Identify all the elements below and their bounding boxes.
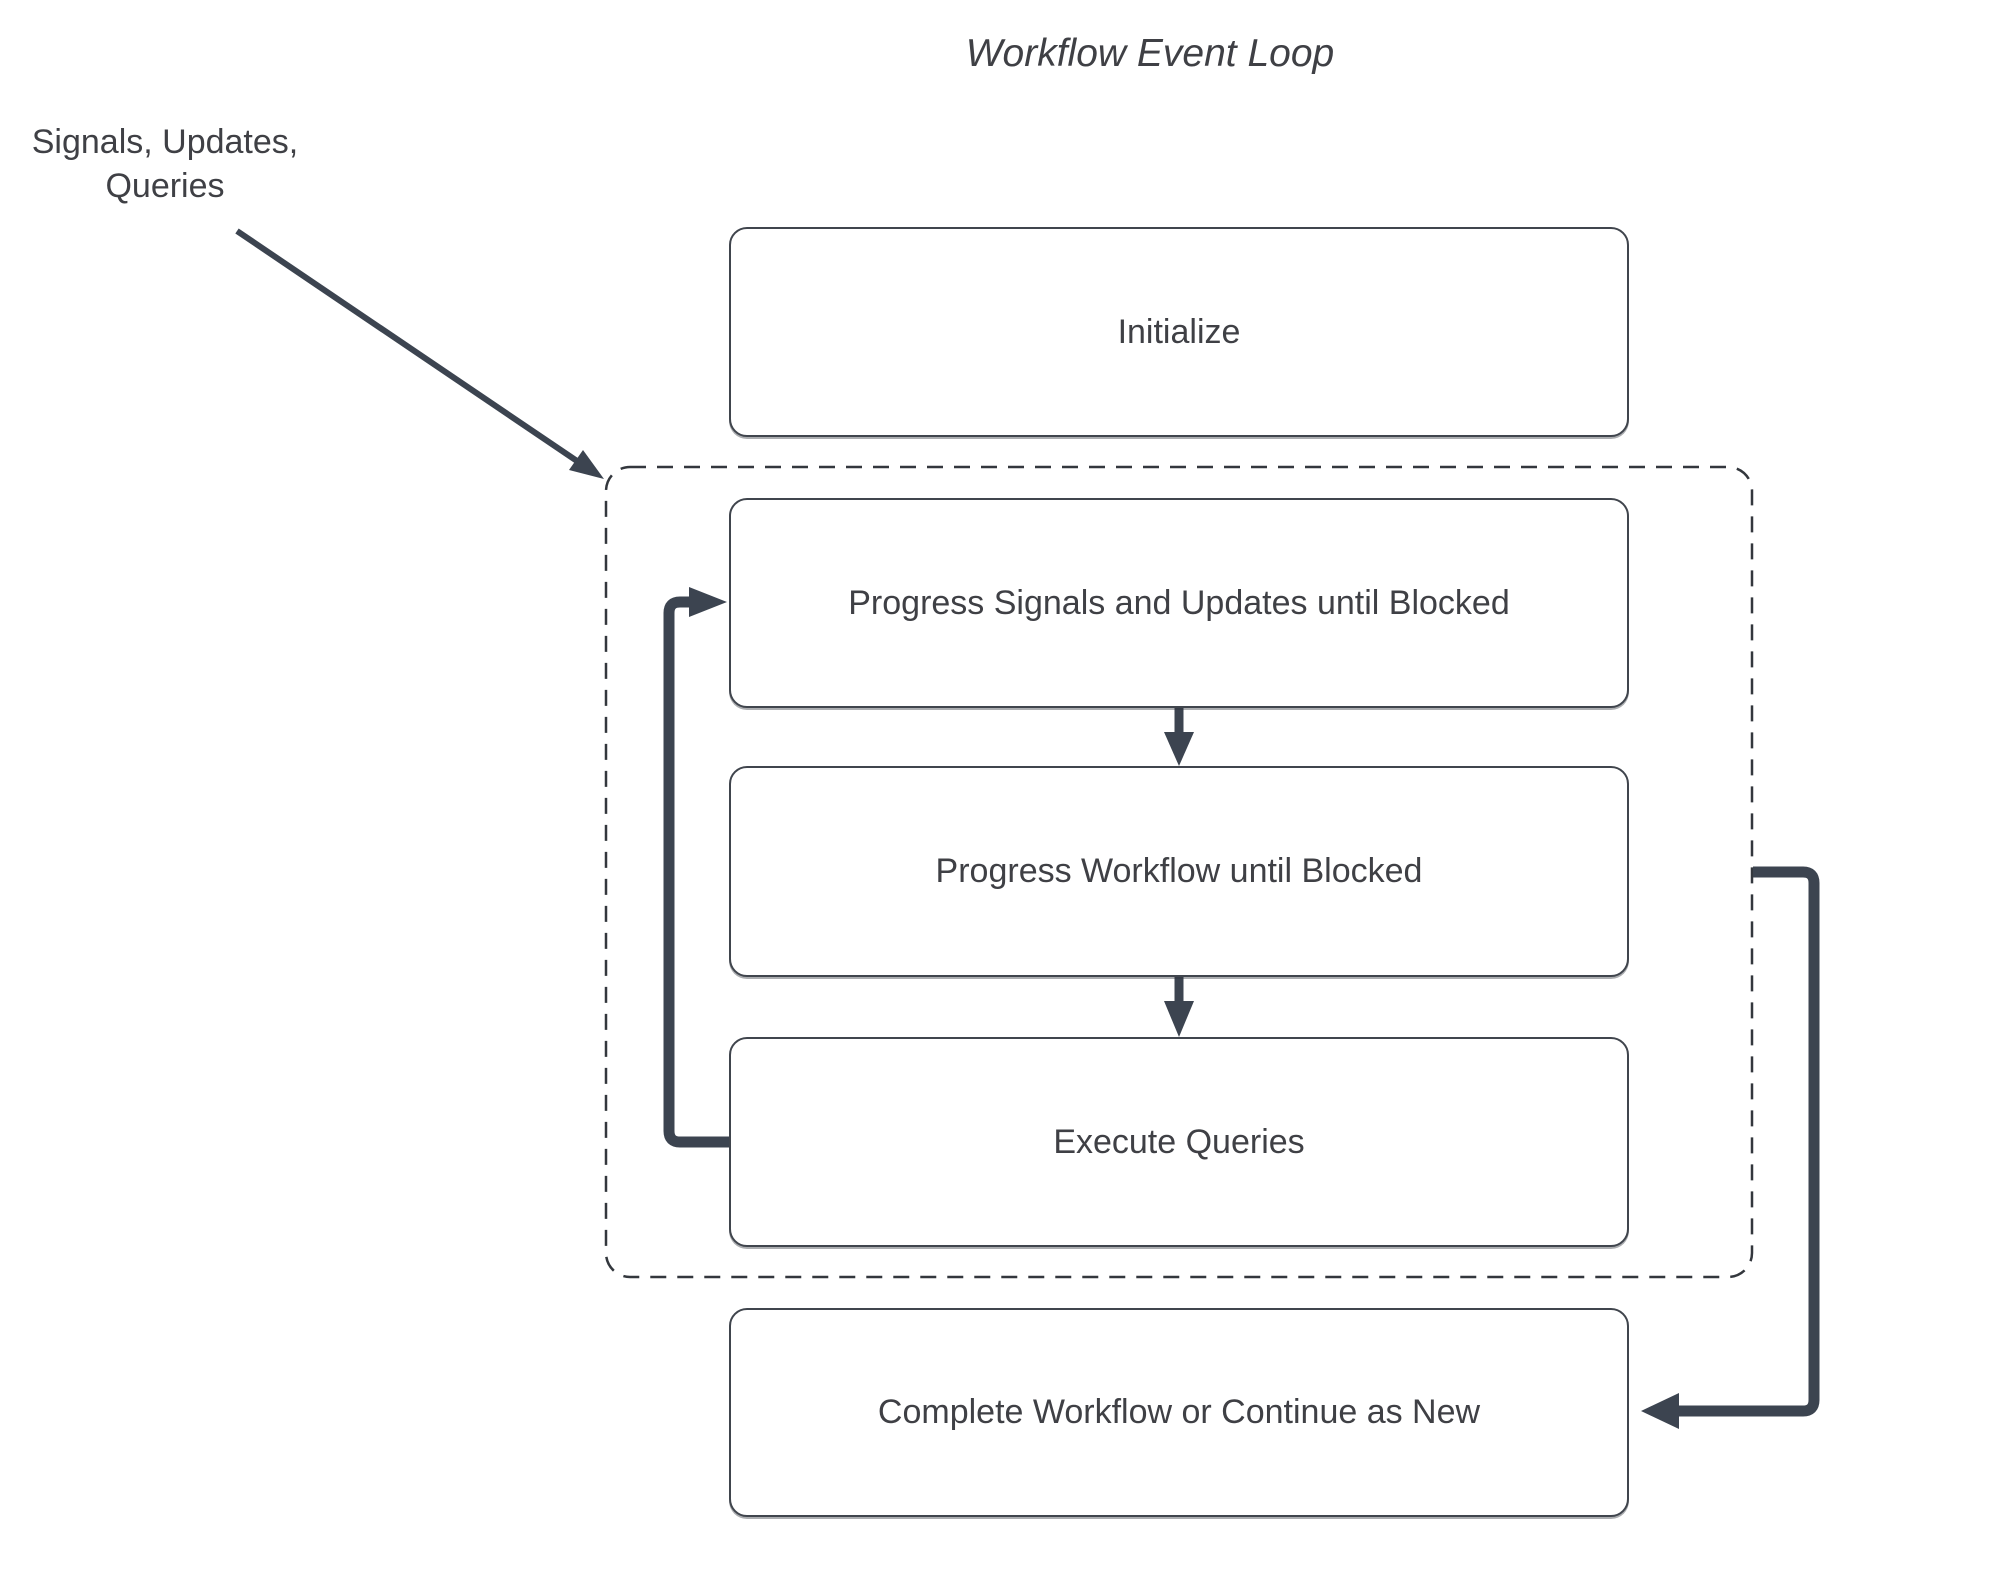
annotation-line-2: Queries bbox=[105, 167, 225, 205]
node-execute-queries-label: Execute Queries bbox=[1053, 1122, 1305, 1161]
node-execute-queries: Execute Queries bbox=[729, 1037, 1629, 1247]
arrow-signals-to-workflow bbox=[1164, 708, 1194, 766]
event-loop-group-border bbox=[604, 465, 1754, 1279]
node-initialize: Initialize bbox=[729, 227, 1629, 437]
node-initialize-label: Initialize bbox=[1117, 312, 1241, 351]
node-progress-signals-updates-label: Progress Signals and Updates until Block… bbox=[848, 583, 1510, 622]
node-progress-workflow-label: Progress Workflow until Blocked bbox=[935, 852, 1423, 890]
annotation-signals-updates-queries: Signals, Updates, Queries bbox=[20, 120, 310, 208]
node-complete-workflow-label: Complete Workflow or Continue as New bbox=[877, 1393, 1481, 1431]
annotation-arrow bbox=[235, 228, 604, 479]
annotation-line-1: Signals, Updates, bbox=[31, 123, 299, 161]
node-progress-signals-updates: Progress Signals and Updates until Block… bbox=[729, 498, 1629, 708]
node-progress-workflow: Progress Workflow until Blocked bbox=[729, 766, 1629, 977]
diagram-title: Workflow Event Loop bbox=[965, 32, 1335, 75]
exit-to-complete-arrow bbox=[1641, 866, 1820, 1429]
loop-back-arrow bbox=[663, 587, 729, 1148]
node-complete-workflow: Complete Workflow or Continue as New bbox=[729, 1308, 1629, 1517]
arrow-workflow-to-queries bbox=[1164, 977, 1194, 1037]
